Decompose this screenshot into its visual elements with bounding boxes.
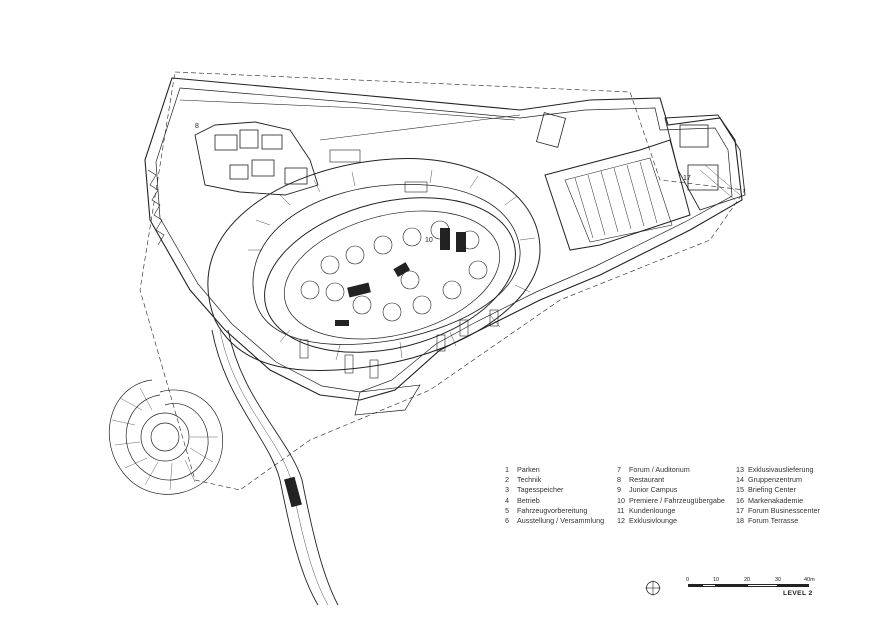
ramp-inner [252, 183, 521, 345]
room [251, 159, 275, 177]
room-label-8: 8 [195, 123, 199, 130]
room-label-17: 17 [683, 175, 691, 182]
auditorium-seating [564, 157, 673, 243]
scale-tick: 40m [804, 577, 815, 583]
oval-hall-outer [264, 197, 516, 353]
oval-hall-inner [283, 210, 501, 340]
level-label: LEVEL 2 [783, 590, 813, 597]
scale-segment [702, 584, 716, 587]
room [261, 134, 283, 150]
bridge-road [211, 329, 319, 606]
scale-tick: 20 [744, 577, 751, 583]
scale-segment [747, 584, 778, 587]
ramp-outer [207, 158, 541, 372]
scale-tick: 10 [713, 577, 720, 583]
north-arrow-icon [645, 580, 661, 596]
businesscenter-block [664, 114, 746, 211]
scale-tick: 0 [686, 577, 690, 583]
auditorium-block [544, 139, 691, 251]
room [284, 167, 308, 185]
scale-bar: 0 10 20 30 40m [686, 577, 816, 597]
scale-segment [778, 584, 809, 587]
building-outline-inner [155, 87, 733, 393]
stair [229, 164, 249, 180]
scale-tick: 30 [775, 577, 782, 583]
scale-segment [716, 584, 747, 587]
facade-sawtooth [147, 169, 165, 246]
scale-segment [688, 584, 702, 587]
room [239, 129, 259, 149]
restaurant-block [194, 121, 319, 196]
room-label-10: 10 [425, 237, 433, 244]
room [214, 134, 238, 151]
site-outline-dashed [139, 71, 746, 491]
